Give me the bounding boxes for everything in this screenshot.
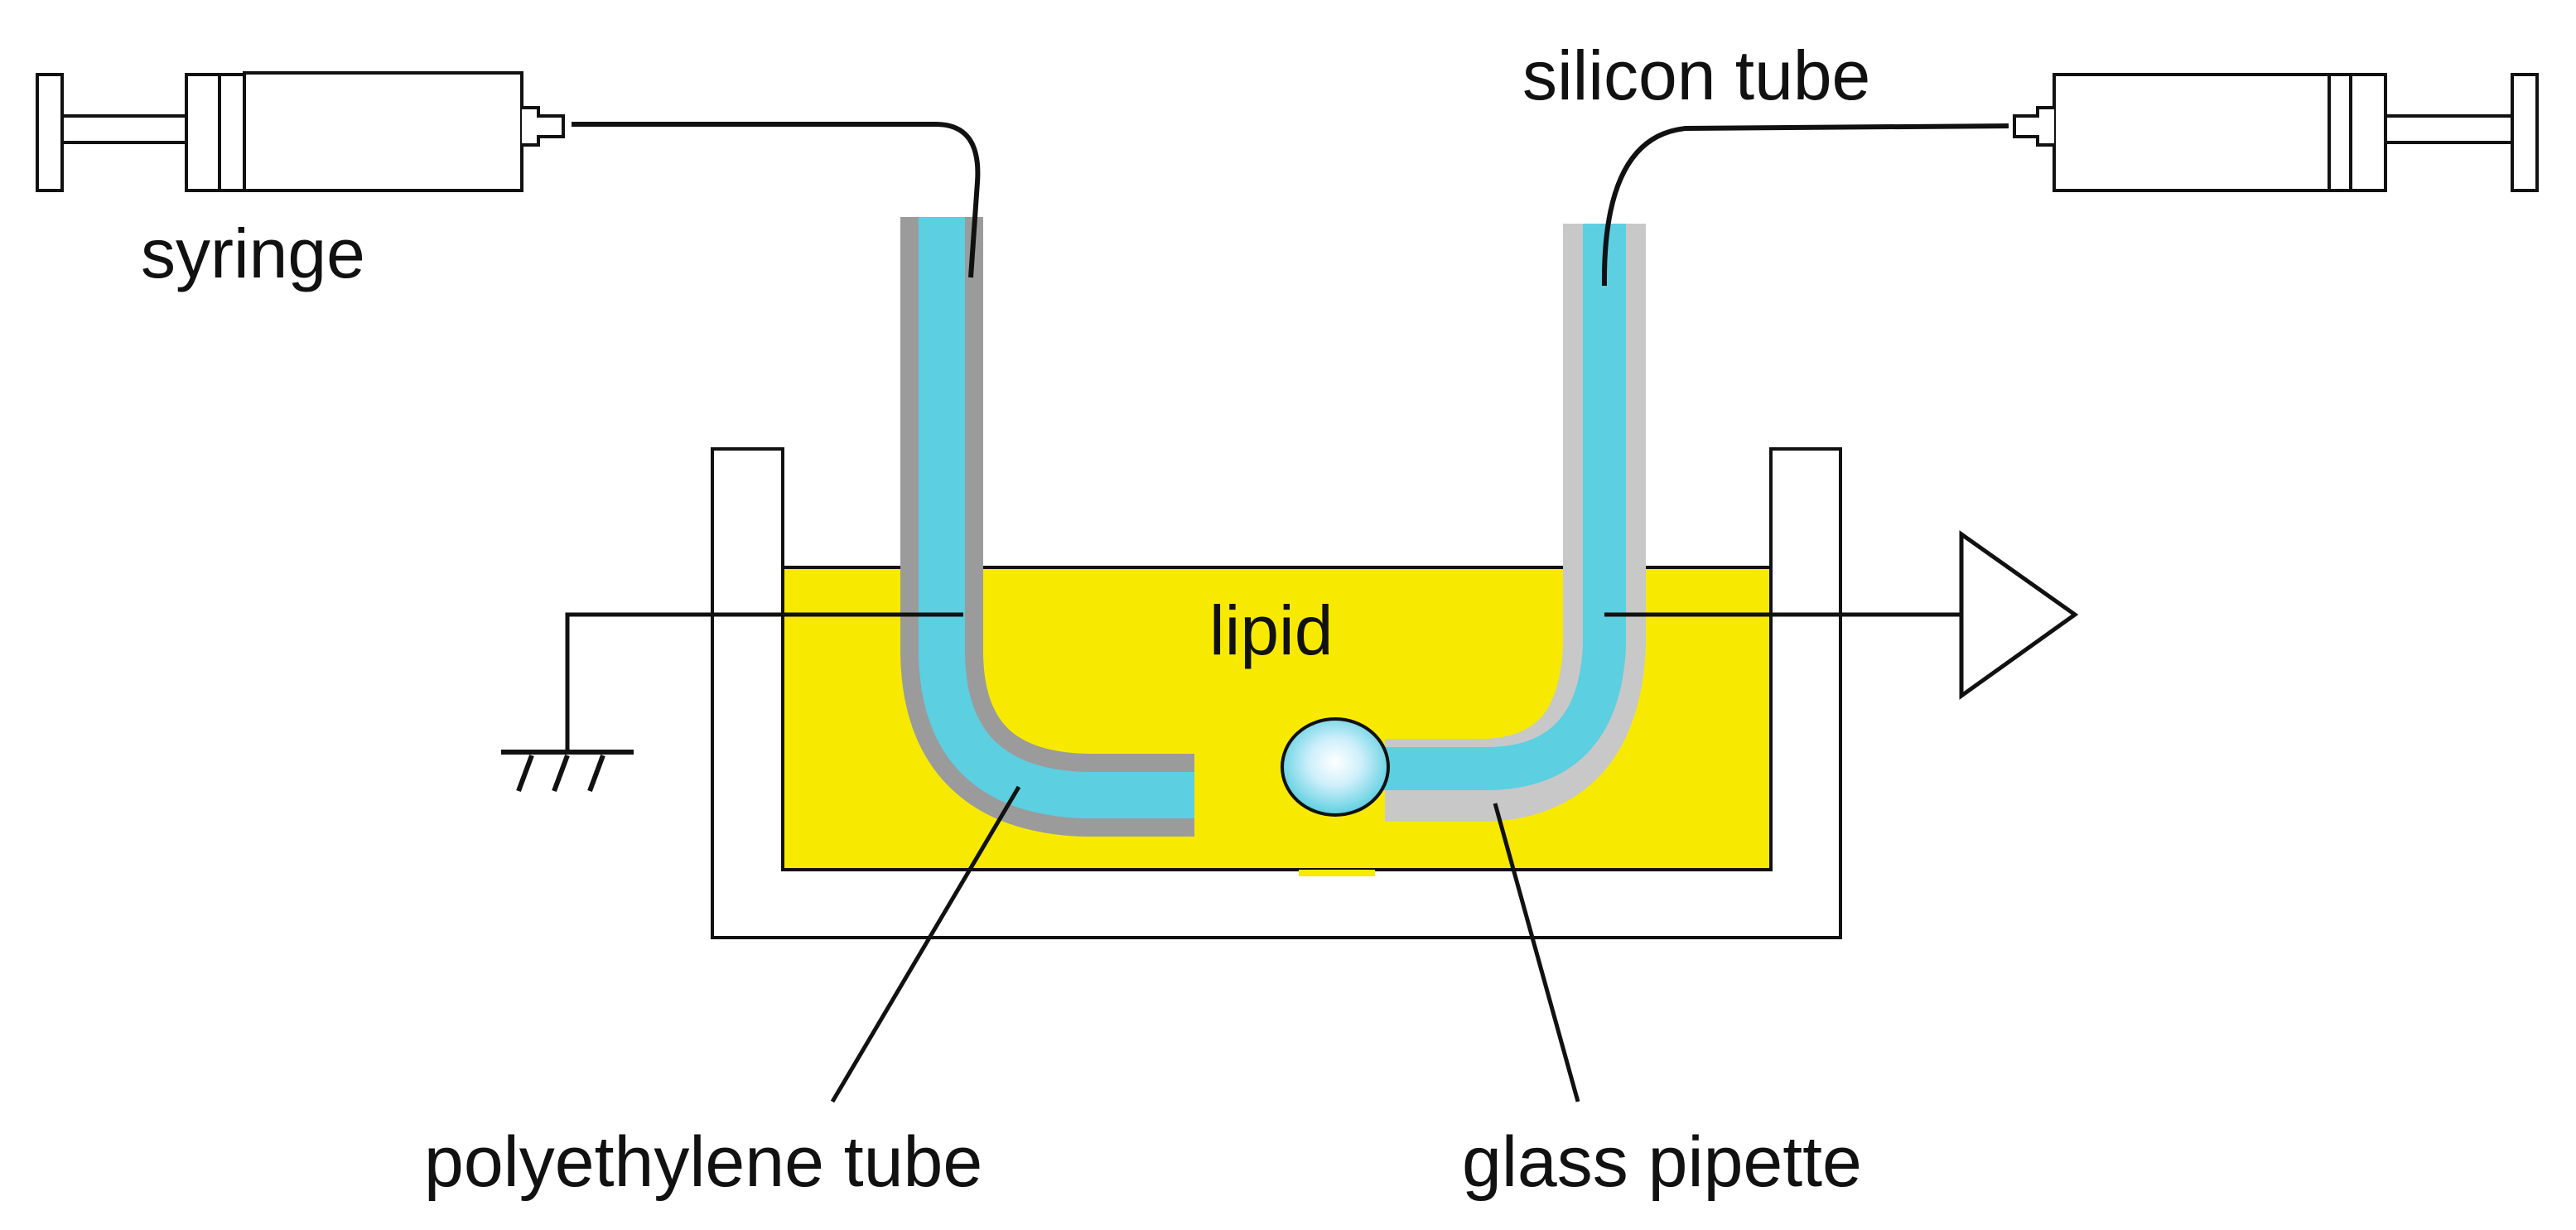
- lipid-label: lipid: [1209, 591, 1333, 669]
- lipid-bubble: [1281, 717, 1390, 817]
- syringe-label: syringe: [141, 215, 365, 292]
- glass-pipette-leader: [1493, 803, 1580, 1102]
- silicon-tube-right: [1601, 123, 2009, 287]
- glass-pipette-fluid: [1379, 224, 1626, 791]
- amplifier-symbol: [1959, 530, 2079, 700]
- ground-electrode-wire: [565, 612, 963, 752]
- syringe-right: [2013, 73, 2539, 192]
- silicon-tube-left: [572, 122, 981, 278]
- polyethylene-tube-leader: [830, 785, 1021, 1103]
- silicon-tube-label: silicon tube: [1522, 36, 1870, 114]
- ground-symbol: [501, 750, 634, 793]
- syringe-left: [36, 71, 565, 192]
- chamber-floor-outline: [781, 566, 1773, 871]
- polyethylene-tube-fluid: [919, 217, 1194, 818]
- glass-pipette-label: glass pipette: [1462, 1122, 1862, 1202]
- polyethylene-tube-label: polyethylene tube: [424, 1122, 982, 1202]
- chamber-bottom-marker: [1299, 870, 1375, 876]
